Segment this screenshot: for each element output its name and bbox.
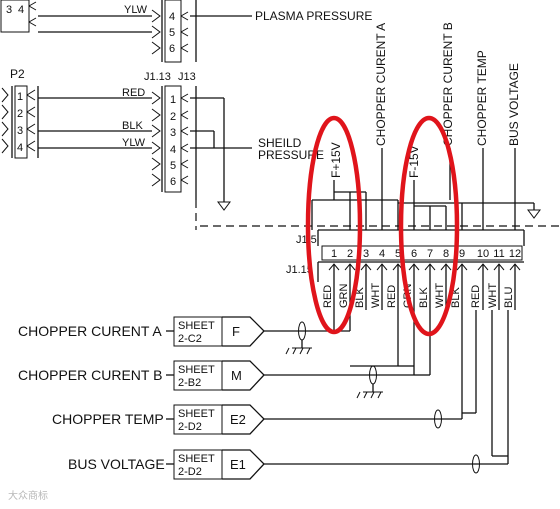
p2-pin-2: 2 [17, 108, 23, 120]
sheild-label: SHEILD [258, 136, 302, 150]
signal-labels: F+15V CHOPPER CURENT A F-15V CHOPPER CUR… [329, 22, 521, 178]
output-name-a: CHOPPER CURENT A [18, 323, 162, 339]
top-pin-4: 4 [18, 4, 24, 16]
p2-pin-4: 4 [17, 142, 23, 154]
top-wire-ylw: YLW [124, 4, 148, 16]
output-tag-b: M [231, 368, 242, 383]
j15-pin-11: 11 [493, 248, 504, 260]
j13-pin-2: 2 [170, 111, 176, 123]
wire-color-11: WHT [487, 283, 499, 308]
signal-bus-voltage: BUS VOLTAGE [507, 63, 521, 146]
output-sheet-bus: SHEET [178, 453, 215, 465]
wire-color-8: WHT [434, 283, 446, 308]
wire-color-12: BLU [503, 287, 515, 308]
j13-connector: 1 2 3 4 5 6 [151, 85, 197, 200]
wire-color-7: BLK [418, 287, 430, 308]
pressure-label: PRESSURE [258, 148, 324, 162]
output-name-bus: BUS VOLTAGE [68, 456, 165, 472]
top-pin-row-4: 4 [169, 11, 175, 23]
output-tag-a: F [232, 324, 240, 339]
j13-pin-4: 4 [170, 144, 176, 156]
output-sheet-ref-bus: 2-D2 [178, 466, 202, 478]
j15-pin-4: 4 [379, 248, 385, 260]
output-name-temp: CHOPPER TEMP [52, 411, 164, 427]
output-sheet-b: SHEET [178, 364, 215, 376]
output-sheet-temp: SHEET [178, 408, 215, 420]
j13-pin-3: 3 [170, 127, 176, 139]
plasma-pressure-label: PLASMA PRESSURE [255, 9, 372, 23]
j113-left-label: J1.13 [144, 71, 171, 83]
j13-pin-5: 5 [170, 160, 176, 172]
j15-pin-7: 7 [427, 248, 433, 260]
output-row-chopper-curent-b: CHOPPER CURENT B SHEET 2-B2 M [18, 360, 265, 391]
signal-chopper-curent-b: CHOPPER CURENT B [441, 22, 455, 146]
p2-wire-red: RED [122, 87, 145, 99]
wire-color-3: BLK [354, 287, 366, 308]
signal-chopper-temp: CHOPPER TEMP [475, 50, 489, 146]
p2-pin-1: 1 [17, 91, 23, 103]
wire-color-10: RED [470, 285, 482, 308]
p2-label: P2 [10, 67, 25, 81]
j115-label: J1.15 [286, 264, 313, 276]
signal-f-plus-15v: F+15V [329, 142, 343, 178]
j13-pin-1: 1 [170, 94, 176, 106]
wire-color-1: RED [322, 285, 334, 308]
output-tag-bus: E1 [230, 457, 246, 472]
watermark: 大众商标 [8, 489, 48, 502]
j15-pin-5: 5 [395, 248, 401, 260]
highlight-oval-f-minus-15v [398, 115, 460, 337]
output-row-chopper-curent-a: CHOPPER CURENT A SHEET 2-C2 F [18, 316, 265, 347]
signal-wires [311, 148, 541, 230]
output-sheet-ref-temp: 2-D2 [178, 421, 202, 433]
top-connector: 3 4 YLW 4 5 6 PLASMA PRESSURE [0, 0, 372, 63]
top-pin-row-6: 6 [169, 43, 175, 55]
j15-pin-6: 6 [411, 248, 417, 260]
p2-connector: P2 1 2 3 4 [1, 67, 39, 159]
output-routing [264, 310, 509, 474]
wire-colors: RED GRN BLK WHT RED GRN BLK WHT BLK RED … [322, 283, 515, 308]
output-tag-temp: E2 [230, 412, 246, 427]
output-row-chopper-temp: CHOPPER TEMP SHEET 2-D2 E2 [52, 404, 265, 435]
output-name-b: CHOPPER CURENT B [18, 367, 162, 383]
wire-color-2: GRN [338, 284, 350, 309]
j15-pin-wires [328, 263, 521, 310]
j113-right-label: J13 [178, 71, 196, 83]
j13-pin-6: 6 [170, 176, 176, 188]
highlight-oval-f-plus-15v [305, 115, 363, 335]
top-pin-3: 3 [6, 4, 12, 16]
j15-pin-2: 2 [347, 248, 353, 260]
output-sheet-a: SHEET [178, 320, 215, 332]
signal-chopper-curent-a: CHOPPER CURENT A [374, 23, 388, 146]
p2-pin-3: 3 [17, 125, 23, 137]
j15-pin-10: 10 [477, 248, 489, 260]
j15-pin-9: 9 [459, 248, 465, 260]
j15-pin-1: 1 [331, 248, 337, 260]
top-pin-row-5: 5 [169, 27, 175, 39]
wire-color-5: RED [386, 285, 398, 308]
j15-pin-8: 8 [443, 248, 449, 260]
output-sheet-ref-b: 2-B2 [178, 377, 201, 389]
output-row-bus-voltage: BUS VOLTAGE SHEET 2-D2 E1 [68, 449, 265, 480]
j15-pin-3: 3 [363, 248, 369, 260]
wire-color-4: WHT [370, 283, 382, 308]
j15-pin-12: 12 [509, 248, 521, 260]
p2-wire-blk: BLK [122, 120, 143, 132]
output-sheet-ref-a: 2-C2 [178, 333, 202, 345]
p2-wire-ylw: YLW [122, 137, 146, 149]
